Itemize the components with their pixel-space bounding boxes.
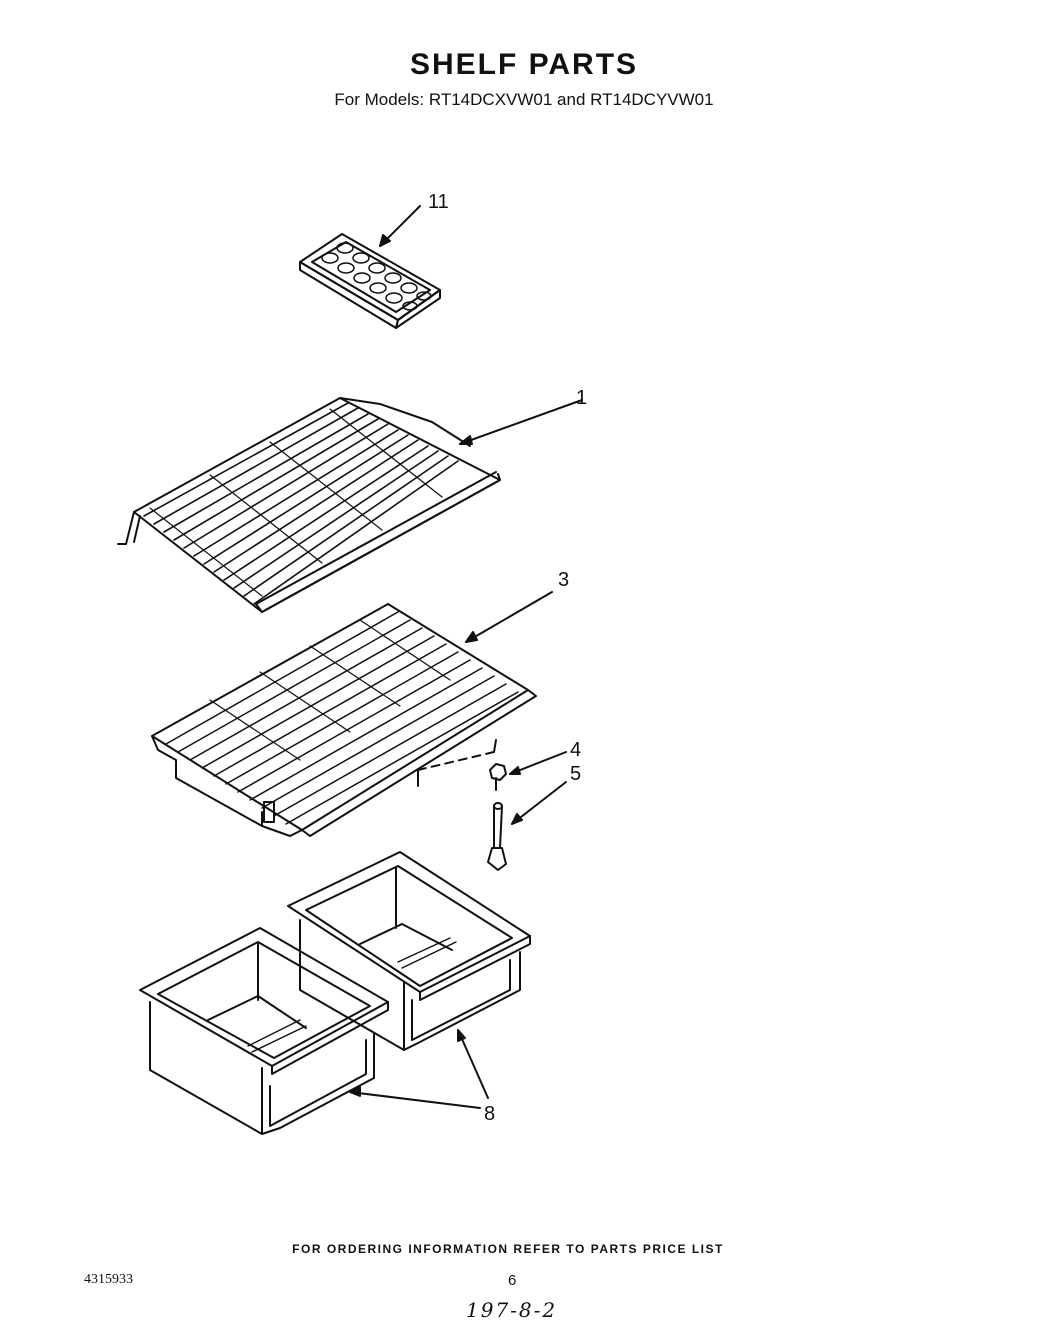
callout-5: 5 (570, 763, 581, 785)
crisper-cover-drawing (151, 591, 553, 837)
ice-tray-drawing (299, 205, 441, 329)
callout-3: 3 (558, 569, 569, 591)
model-subtitle: For Models: RT14DCXVW01 and RT14DCYVW01 (334, 90, 714, 109)
wire-shelf-drawing (117, 397, 583, 613)
page-number: 6 (508, 1272, 517, 1289)
ordering-note: FOR ORDERING INFORMATION REFER TO PARTS … (292, 1242, 724, 1256)
callout-8: 8 (484, 1103, 495, 1125)
fastener-and-rod-drawing (487, 751, 567, 871)
callout-4: 4 (570, 739, 581, 761)
crisper-pans-drawing (139, 851, 531, 1135)
document-number: 4315933 (84, 1272, 133, 1287)
handwritten-code: 197-8-2 (466, 1298, 558, 1322)
callout-1: 1 (576, 387, 587, 409)
page-title: SHELF PARTS (409, 48, 639, 81)
callout-11: 11 (428, 191, 449, 213)
